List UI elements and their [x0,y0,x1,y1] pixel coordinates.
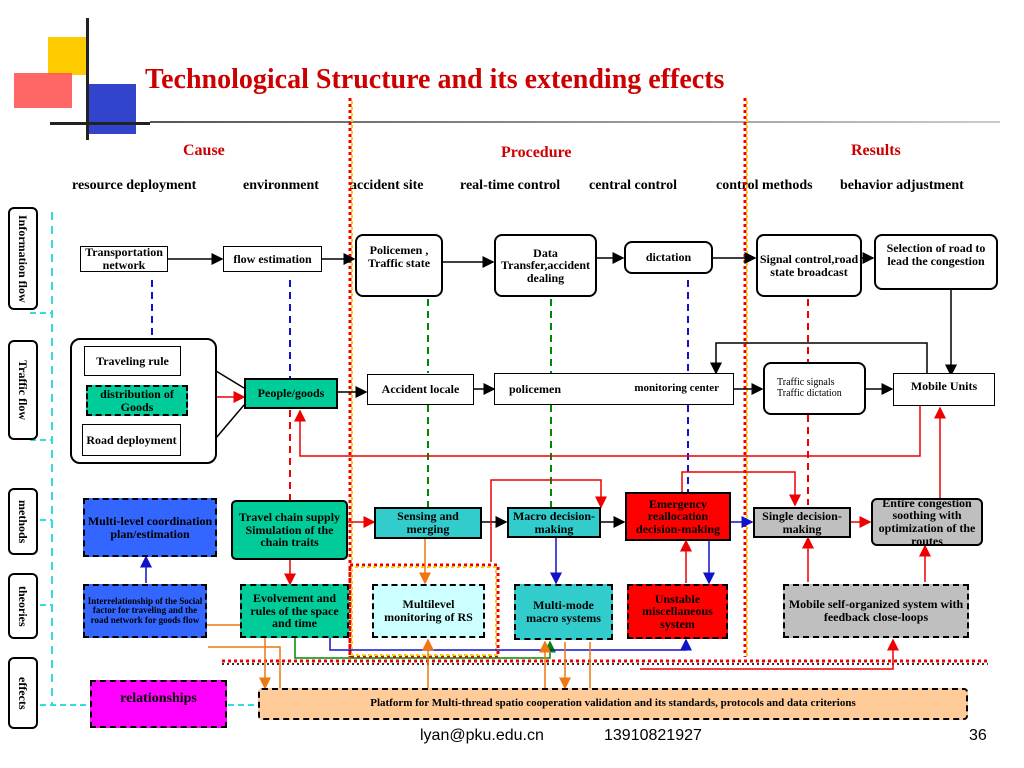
dictation-node: dictation [624,241,713,274]
macro-decision-node: Macro decision-making [507,507,601,538]
interrelationship-node: Interrelationship of the Social factor f… [83,584,207,638]
signal-control-node: Signal control,road state broadcast [756,234,862,297]
road-selection-node: Selection of road to lead the congestion [874,234,998,290]
unstable-system-node: Unstable miscellaneous system [627,584,728,639]
category-label: control methods [716,178,813,193]
entire-congestion-node: Entire congestion soothing with optimiza… [871,498,983,546]
monitoring-center-label: monitoring center [634,382,719,395]
emergency-reallocation-node: Emergency reallocation decision-making [625,492,731,541]
category-label: accident site [350,178,424,193]
traveling-rule-node: Traveling rule [84,346,181,376]
section-cause: Cause [183,142,225,159]
section-procedure: Procedure [501,144,572,161]
people-goods-node: People/goods [244,378,338,409]
accident-locale-node: Accident locale [367,374,474,405]
policemen-traffic-state-node: Policemen , Traffic state [355,234,443,297]
page-number: 36 [969,727,987,744]
row-label-effects: effects [8,657,38,729]
policemen-label: policemen [509,381,561,396]
category-label: resource deployment [72,178,197,193]
row-label-information-flow: Information flow [8,207,38,310]
category-label: real-time control [460,178,561,193]
mobile-units-node: Mobile Units [893,373,995,406]
category-label: behavior adjustment [840,178,964,193]
evolvement-node: Evolvement and rules of the space and ti… [240,584,349,638]
sensing-merging-node: Sensing and merging [374,507,482,539]
section-results: Results [851,142,901,159]
travel-chain-node: Travel chain supply Simulation of the ch… [231,500,348,560]
police-monitoring-node: policemen monitoring center [494,373,734,405]
single-decision-node: Single decision-making [753,507,851,538]
multilevel-monitoring-node: Multilevel monitoring of RS [372,584,485,638]
distribution-of-goods-node: distribution of Goods [86,385,188,416]
relationships-node: relationships [90,680,227,728]
traffic-signals-node: Traffic signals Traffic dictation [763,362,866,415]
row-label-traffic-flow: Traffic flow [8,340,38,440]
page-title: Technological Structure and its extendin… [145,64,725,95]
footer-email: lyan@pku.edu.cn [420,727,544,744]
category-label: central control [589,178,677,193]
title-underline [150,121,1000,123]
data-transfer-node: Data Transfer,accident dealing [494,234,597,297]
road-deployment-node: Road deployment [82,424,181,456]
row-label-theories: theories [8,573,38,639]
platform-node: Platform for Multi-thread spatio coopera… [258,688,968,720]
row-label-methods: methods [8,488,38,555]
mobile-self-organized-node: Mobile self-organized system with feedba… [783,584,969,638]
category-label: environment [243,178,319,193]
transportation-network-node: Transportation network [80,246,168,272]
flow-estimation-node: flow estimation [223,246,322,272]
multilevel-coordination-node: Multi-level coordination plan/estimation [83,498,217,557]
footer-phone: 13910821927 [604,727,702,744]
multimode-macro-node: Multi-mode macro systems [514,584,613,640]
